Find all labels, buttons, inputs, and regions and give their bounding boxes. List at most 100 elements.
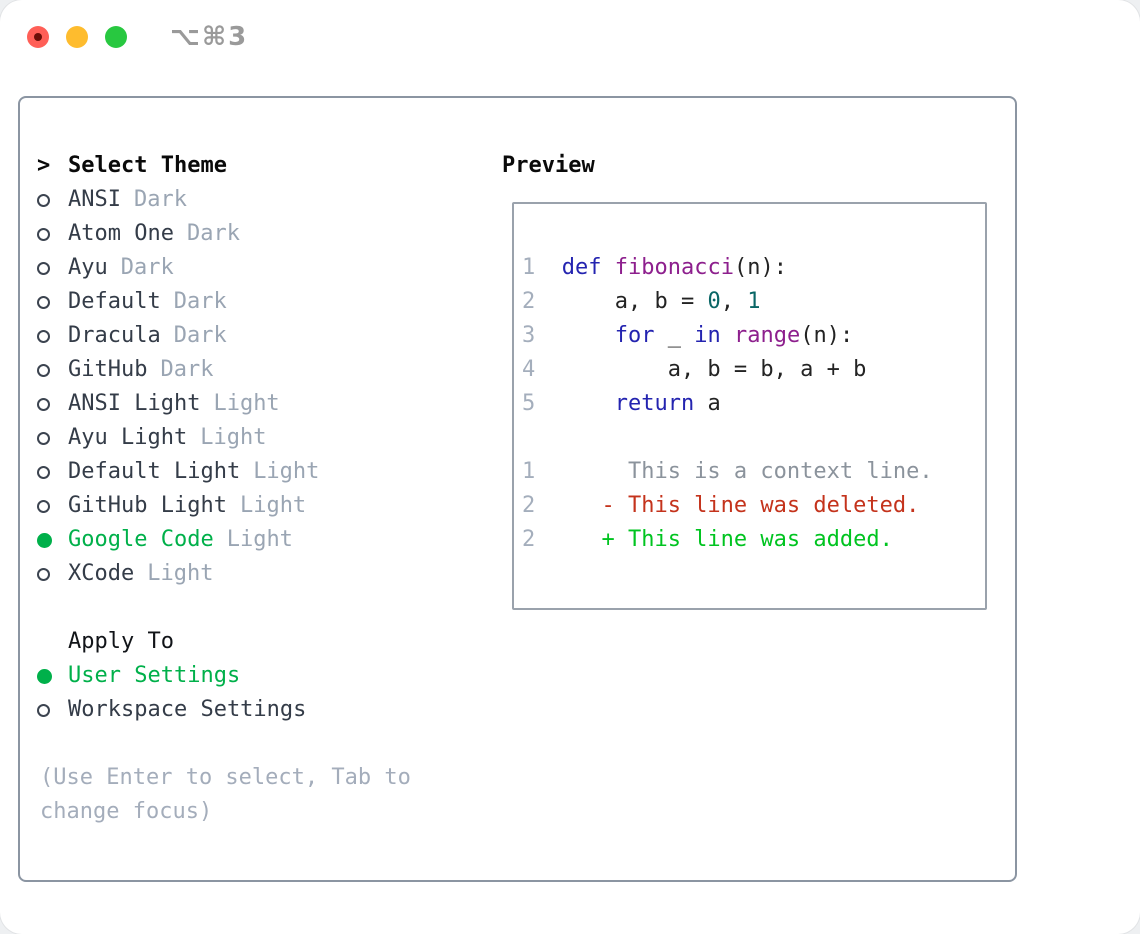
diff-preview: 1 This is a context line. 2 - This line w… xyxy=(522,455,985,557)
theme-option-atom-one[interactable]: Atom One Dark xyxy=(35,217,411,251)
theme-option-google-code[interactable]: Google Code Light xyxy=(35,523,411,557)
theme-variant-tag: Dark xyxy=(120,255,174,280)
code-segment: a, b = b, a + b xyxy=(561,357,867,382)
code-segment: 1 xyxy=(747,289,761,314)
radio-unselected-icon xyxy=(37,329,50,343)
line-number: 4 xyxy=(522,357,536,382)
theme-option-xcode[interactable]: XCode Light xyxy=(35,557,411,591)
code-segment: _ xyxy=(654,323,695,348)
close-button[interactable] xyxy=(27,26,49,48)
line-number: 2 xyxy=(522,289,536,314)
theme-variant-tag: Light xyxy=(213,391,280,416)
focus-caret-icon: > xyxy=(37,153,51,178)
apply-to-header: Apply To xyxy=(35,625,411,659)
theme-option-github[interactable]: GitHub Dark xyxy=(35,353,411,387)
code-segment xyxy=(601,251,614,285)
diff-text: + This line was added. xyxy=(561,527,893,552)
line-number: 5 xyxy=(522,391,536,416)
theme-name: Atom One xyxy=(68,221,174,246)
radio-unselected-icon xyxy=(37,397,50,411)
radio-unselected-icon xyxy=(37,261,50,275)
code-segment: (n): xyxy=(800,323,854,348)
theme-name: GitHub xyxy=(68,357,148,382)
titlebar: ⌥⌘3 xyxy=(0,0,1140,74)
help-line-1: (Use Enter to select, Tab to xyxy=(40,765,411,790)
code-segment xyxy=(721,319,734,353)
radio-selected-icon xyxy=(37,532,52,548)
theme-option-ansi[interactable]: ANSI Dark xyxy=(35,183,411,217)
minimize-button[interactable] xyxy=(66,26,88,48)
theme-name: Ayu Light xyxy=(68,425,188,450)
theme-name: ANSI xyxy=(68,187,121,212)
radio-unselected-icon xyxy=(37,465,50,479)
theme-variant-tag: Dark xyxy=(186,221,240,246)
line-number: 1 xyxy=(522,255,536,280)
radio-unselected-icon xyxy=(37,703,50,717)
blank-line xyxy=(35,727,411,761)
code-line: 1 def fibonacci(n): xyxy=(522,251,985,285)
line-number: 3 xyxy=(522,323,536,348)
radio-unselected-icon xyxy=(37,193,50,207)
code-segment: a xyxy=(694,391,721,416)
theme-name: XCode xyxy=(68,561,135,586)
theme-variant-tag: Light xyxy=(226,527,293,552)
radio-unselected-icon xyxy=(37,295,50,309)
theme-variant-tag: Light xyxy=(147,561,214,586)
zoom-button[interactable] xyxy=(105,26,127,48)
theme-option-github-light[interactable]: GitHub Light Light xyxy=(35,489,411,523)
apply-option-workspace-settings[interactable]: Workspace Settings xyxy=(35,693,411,727)
code-segment: fibonacci xyxy=(614,255,734,280)
code-line: 3 for _ in range(n): xyxy=(522,319,985,353)
preview-label: Preview xyxy=(502,153,595,178)
code-segment xyxy=(562,319,615,353)
line-number: 1 xyxy=(522,459,536,484)
code-segment: range xyxy=(733,323,801,348)
window-title: ⌥⌘3 xyxy=(170,22,249,52)
line-number: 2 xyxy=(522,527,536,552)
theme-option-ayu[interactable]: Ayu Dark xyxy=(35,251,411,285)
radio-unselected-icon xyxy=(37,363,50,377)
theme-variant-tag: Dark xyxy=(133,187,187,212)
blank-line xyxy=(522,421,985,455)
theme-name: Google Code xyxy=(68,527,214,552)
radio-selected-icon xyxy=(37,668,52,684)
apply-option-label: Workspace Settings xyxy=(68,697,307,722)
theme-variant-tag: Dark xyxy=(160,357,214,382)
theme-name: GitHub Light xyxy=(68,493,227,518)
code-line: 2 a, b = 0, 1 xyxy=(522,285,985,319)
theme-variant-tag: Light xyxy=(239,493,307,518)
help-text: (Use Enter to select, Tab to change focu… xyxy=(35,761,411,829)
theme-option-ayu-light[interactable]: Ayu Light Light xyxy=(35,421,411,455)
theme-variant-tag: Light xyxy=(253,459,320,484)
code-segment: def xyxy=(561,255,602,280)
apply-option-user-settings[interactable]: User Settings xyxy=(35,659,411,693)
code-segment xyxy=(562,387,615,421)
diff-text: This is a context line. xyxy=(561,459,933,484)
code-segment: , xyxy=(720,289,748,314)
preview-header: Preview xyxy=(502,149,595,183)
traffic-lights xyxy=(27,26,127,48)
code-segment: (n): xyxy=(733,255,787,280)
code-segment: 0 xyxy=(707,289,721,314)
radio-unselected-icon xyxy=(37,567,50,581)
blank-line xyxy=(35,591,411,625)
theme-variant-tag: Dark xyxy=(173,323,227,348)
select-theme-header: > Select Theme xyxy=(35,149,411,183)
radio-unselected-icon xyxy=(37,431,50,445)
code-line: 5 return a xyxy=(522,387,985,421)
theme-variant-tag: Light xyxy=(200,425,267,450)
code-segment: in xyxy=(694,323,721,348)
help-line-2: change focus) xyxy=(40,799,213,824)
diff-text: - This line was deleted. xyxy=(561,493,920,518)
close-dot-icon xyxy=(34,33,42,41)
theme-name: Ayu xyxy=(68,255,108,280)
